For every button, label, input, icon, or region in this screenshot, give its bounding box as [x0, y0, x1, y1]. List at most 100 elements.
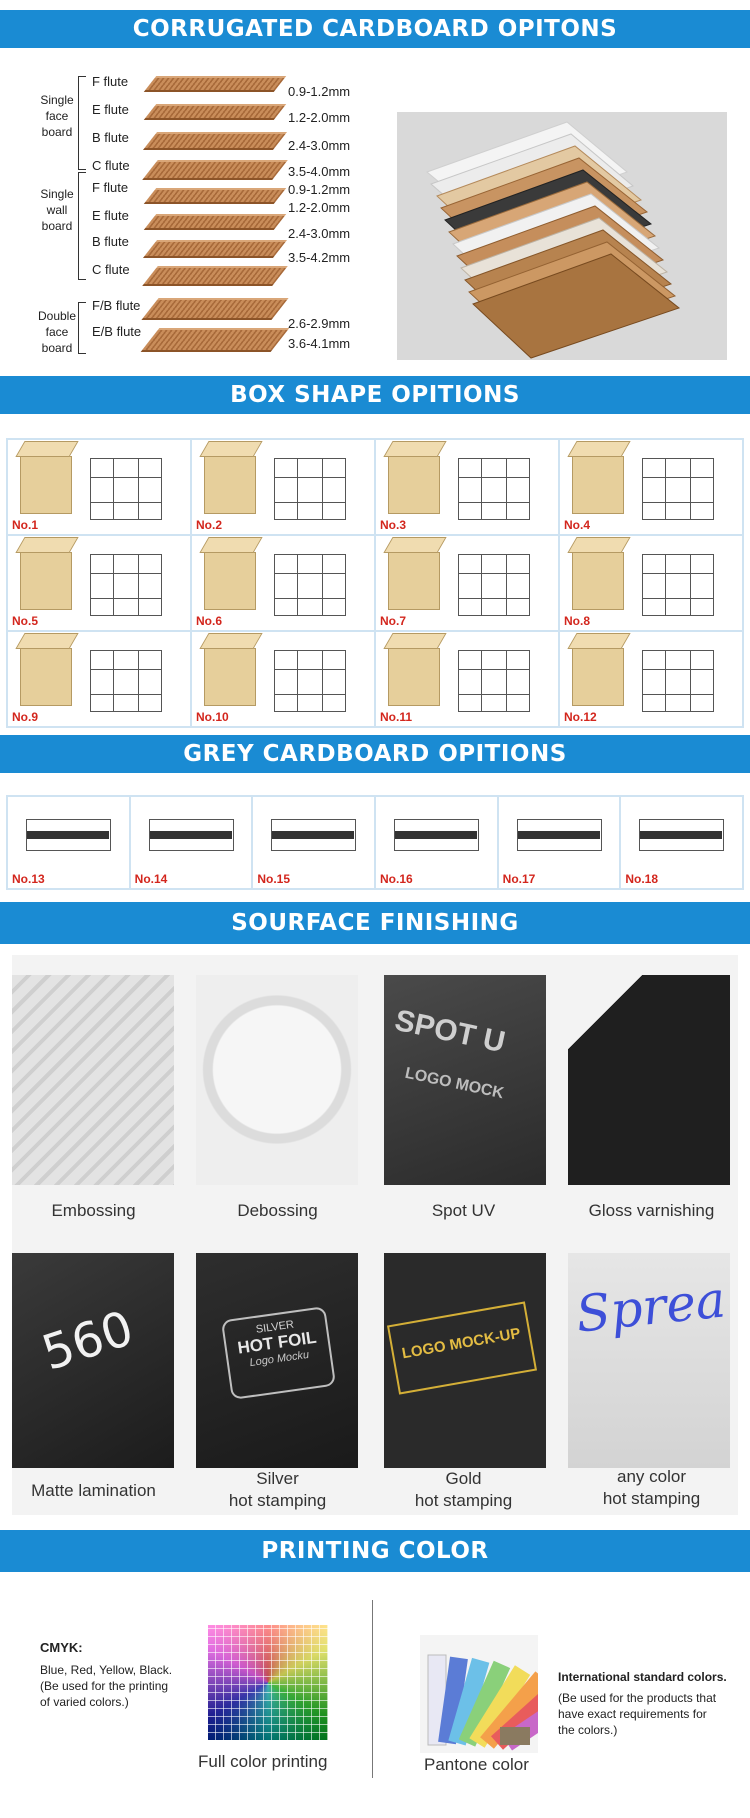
dieline-illustration	[642, 650, 714, 712]
grey-box-illustration	[148, 819, 234, 851]
box-shape-option[interactable]: No.6	[192, 536, 374, 630]
grey-shape-option[interactable]: No.15	[253, 797, 374, 888]
grey-box-illustration	[393, 819, 479, 851]
section-banner-finishing: SOURFACE FINISHING	[0, 902, 750, 944]
shape-number: No.11	[380, 710, 413, 724]
box-shape-option[interactable]: No.5	[8, 536, 190, 630]
finish-label: Gold hot stamping	[414, 1469, 513, 1510]
cardboard-stack-photo	[397, 112, 727, 360]
shape-number: No.15	[257, 872, 291, 886]
flute-label: E flute	[92, 208, 129, 223]
dieline-illustration	[642, 554, 714, 616]
spread-text: Sprea	[573, 1270, 729, 1344]
shape-number: No.1	[12, 518, 39, 532]
box-illustration	[204, 648, 256, 706]
spot-uv-sample: SPOT U LOGO MOCK	[384, 975, 546, 1185]
flute-label: F flute	[92, 74, 129, 89]
divider	[372, 1600, 373, 1778]
box-shape-option[interactable]: No.8	[560, 536, 742, 630]
grey-box-illustration	[639, 819, 725, 851]
cardboard-layer	[142, 240, 288, 258]
thickness-value: 1.2-2.0mm	[288, 200, 351, 215]
group-label-single-wall: Single wall board	[40, 187, 74, 233]
thickness-value: 3.6-4.1mm	[288, 336, 351, 351]
gold-hot-stamping-sample: LOGO MOCK-UP	[384, 1253, 546, 1468]
dieline-illustration	[642, 458, 714, 520]
cardboard-layer	[143, 214, 287, 230]
box-illustration	[20, 456, 72, 514]
shape-number: No.17	[502, 872, 536, 886]
shape-number: No.9	[12, 710, 39, 724]
grey-shape-option[interactable]: No.17	[498, 797, 620, 888]
dieline-illustration	[274, 554, 346, 616]
grey-shape-option[interactable]: No.18	[621, 797, 742, 888]
embossing-sample	[12, 975, 174, 1185]
bracket-single-wall	[78, 172, 86, 280]
shape-number: No.8	[564, 614, 591, 628]
shape-number: No.2	[196, 518, 223, 532]
box-shape-option[interactable]: No.10	[192, 632, 374, 726]
matte-text: 560	[35, 1300, 141, 1382]
shape-number: No.10	[196, 710, 229, 724]
cardboard-layer	[142, 266, 288, 286]
full-color-caption: Full color printing	[198, 1752, 328, 1771]
group-label-double-face: Double face board	[37, 309, 77, 355]
cardboard-layer	[141, 298, 289, 320]
box-shape-option[interactable]: No.12	[560, 632, 742, 726]
thickness-value: 0.9-1.2mm	[288, 182, 351, 197]
matte-lamination-sample: 560	[12, 1253, 174, 1468]
finish-label: Embossing	[51, 1201, 136, 1220]
box-shape-option[interactable]: No.9	[8, 632, 190, 726]
shape-number: No.7	[380, 614, 407, 628]
box-illustration	[204, 552, 256, 610]
flute-label: C flute	[92, 158, 130, 173]
box-shape-option[interactable]: No.2	[192, 440, 374, 534]
spot-uv-text: SPOT U	[391, 1003, 509, 1060]
flute-label: E/B flute	[92, 324, 142, 339]
silver-frame: SILVER HOT FOIL Logo Mocku	[220, 1306, 337, 1400]
box-shape-option[interactable]: No.4	[560, 440, 742, 534]
box-illustration	[388, 552, 440, 610]
box-illustration	[572, 552, 624, 610]
grey-shape-option[interactable]: No.16	[375, 797, 497, 888]
box-shape-option[interactable]: No.1	[8, 440, 190, 534]
finish-label: Debossing	[237, 1201, 318, 1220]
flute-label: F flute	[92, 180, 129, 195]
cmyk-description: Blue, Red, Yellow, Black. (Be used for t…	[40, 1663, 173, 1709]
flute-label: C flute	[92, 262, 130, 277]
section-banner-printing: PRINTING COLOR	[0, 1530, 750, 1572]
cardboard-layer	[142, 160, 288, 180]
shape-number: No.12	[564, 710, 597, 724]
shape-number: No.3	[380, 518, 407, 532]
grey-shape-option[interactable]: No.14	[130, 797, 252, 888]
box-illustration	[388, 456, 440, 514]
dieline-illustration	[458, 554, 530, 616]
box-illustration	[204, 456, 256, 514]
grey-shape-option[interactable]: No.13	[8, 797, 129, 888]
finish-label: Silver hot stamping	[228, 1469, 327, 1510]
color-hot-stamping-sample: Sprea	[568, 1253, 730, 1468]
pantone-fan-illustration	[420, 1635, 584, 1753]
silver-hot-stamping-sample: SILVER HOT FOIL Logo Mocku	[196, 1253, 358, 1468]
grey-box-illustration	[26, 819, 111, 851]
cmyk-color-chart	[208, 1625, 328, 1740]
thickness-value: 2.4-3.0mm	[288, 138, 351, 153]
pantone-description: (Be used for the products that have exac…	[558, 1691, 717, 1737]
bracket-single-face	[78, 76, 86, 170]
cardboard-layer	[140, 328, 290, 352]
section-banner-corrugated: CORRUGATED CARDBOARD OPITONS	[0, 10, 750, 48]
section-banner-grey: GREY CARDBOARD OPITIONS	[0, 735, 750, 773]
box-shape-option[interactable]: No.3	[376, 440, 558, 534]
color-chart-grid	[208, 1625, 328, 1740]
box-shape-option[interactable]: No.7	[376, 536, 558, 630]
finish-label: Gloss varnishing	[588, 1201, 715, 1220]
dieline-illustration	[458, 650, 530, 712]
thickness-value: 2.4-3.0mm	[288, 226, 351, 241]
spot-uv-subtext: LOGO MOCK	[403, 1064, 506, 1103]
cardboard-stack-illustration	[397, 112, 727, 360]
thickness-value: 1.2-2.0mm	[288, 110, 351, 125]
cardboard-layer	[143, 76, 287, 92]
cardboard-layer	[143, 188, 287, 204]
box-shape-option[interactable]: No.11	[376, 632, 558, 726]
dieline-illustration	[90, 650, 162, 712]
